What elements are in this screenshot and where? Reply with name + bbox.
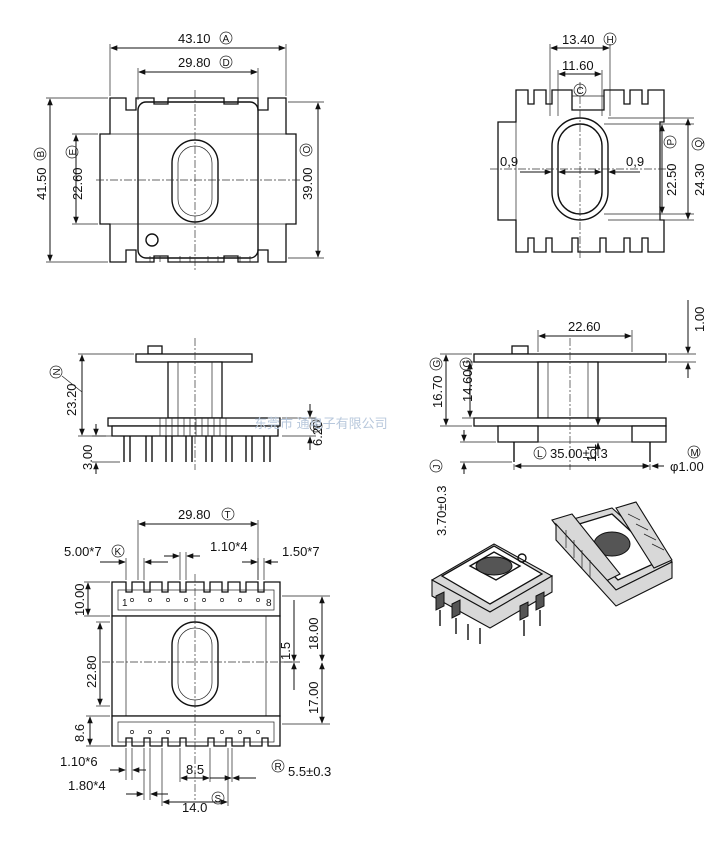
- dim-b-value: 41.50: [34, 167, 49, 200]
- isometric-view-right: [551, 501, 673, 607]
- label-q: Q: [694, 140, 705, 148]
- dim-r-value: 5.5±0.3: [288, 764, 331, 779]
- dim-b6-value: 1.10*6: [60, 754, 98, 769]
- dim-top-value: 22.60: [568, 319, 601, 334]
- label-k: K: [115, 547, 122, 558]
- dim-mid-value: 22.80: [84, 655, 99, 688]
- wall-right-value: 0,9: [626, 154, 644, 169]
- dim-step-value: 1.1: [584, 444, 599, 462]
- bottom-view: 1 8 29.80 T 5.00*7 K 1.10*4 1.50*7: [60, 507, 331, 815]
- label-r: R: [275, 762, 282, 773]
- label-d: D: [223, 58, 230, 69]
- dim-17-value: 17.00: [306, 681, 321, 714]
- dim-q-value: 24.30: [692, 163, 707, 196]
- dim-p-value: 22.50: [664, 163, 679, 196]
- dim-slot-value: 1.50*7: [282, 544, 320, 559]
- label-p: P: [666, 139, 677, 146]
- dim-b4-value: 1.80*4: [68, 778, 106, 793]
- dim-h-value: 13.40: [562, 32, 595, 47]
- dim-j-value: 3.70±0.3: [434, 485, 449, 536]
- dim-flange-value: 1.00: [692, 307, 707, 332]
- label-g-outer: G: [432, 360, 443, 368]
- pin-label-first: 1: [122, 598, 128, 609]
- dim-pin-value: 3.00: [80, 445, 95, 470]
- label-f: F: [312, 423, 323, 429]
- label-g-inner: G: [462, 360, 473, 368]
- dim-d-value: 29.80: [178, 55, 211, 70]
- dim-l-value: 35.00±0.3: [550, 446, 608, 461]
- label-a: A: [223, 34, 230, 45]
- label-s: S: [215, 794, 222, 805]
- pin-label-last: 8: [266, 598, 272, 609]
- dim-t-value: 29.80: [178, 507, 211, 522]
- label-e: E: [68, 149, 79, 156]
- wall-left-value: 0,9: [500, 154, 518, 169]
- dim-s-value: 14.0: [182, 800, 207, 815]
- label-b: B: [36, 151, 47, 158]
- dim-gap-value: 1.5: [278, 642, 293, 660]
- label-o: O: [302, 146, 313, 154]
- dim-o-value: 39.00: [300, 167, 315, 200]
- dim-e-value: 22.60: [70, 167, 85, 200]
- dim-pitch-value: 1.10*4: [210, 539, 248, 554]
- label-n: N: [52, 368, 63, 375]
- dim-g-inner-value: 14.60: [460, 369, 475, 402]
- side-view: 22.60 1.00 16.70 G 14.60 G 1.1 35.00±0.3…: [429, 300, 707, 536]
- dim-g-outer-value: 16.70: [430, 375, 445, 408]
- section-view: 13.40 H 11.60 C 0,9 0,9 22.50 P 24.30 Q: [490, 32, 707, 260]
- dim-m-value: φ1.00: [670, 459, 704, 474]
- dim-a-value: 43.10: [178, 31, 211, 46]
- dim-c-value: 11.60: [562, 58, 594, 73]
- dim-bot-band-value: 8.6: [72, 724, 87, 742]
- label-j: J: [432, 465, 443, 470]
- label-h: H: [607, 35, 614, 46]
- front-view: 23.20 N 6.20 F 3.00: [49, 338, 325, 474]
- label-m: M: [691, 448, 699, 459]
- watermark: 东莞市 通电子有限公司: [254, 416, 388, 431]
- dim-85-value: 8.5: [186, 762, 204, 777]
- dim-18-value: 18.00: [306, 617, 321, 650]
- label-t: T: [225, 510, 231, 521]
- top-view: 43.10 A 29.80 D 41.50 B 22.60 E 39.00 O: [33, 31, 324, 272]
- isometric-view-left: [430, 543, 554, 644]
- dim-k-value: 5.00*7: [64, 544, 102, 559]
- dim-f-value: 6.20: [310, 421, 325, 446]
- label-c: C: [577, 86, 584, 97]
- label-l: L: [537, 449, 543, 460]
- dim-top-band-value: 10.00: [72, 583, 87, 616]
- dim-n-value: 23.20: [64, 383, 79, 416]
